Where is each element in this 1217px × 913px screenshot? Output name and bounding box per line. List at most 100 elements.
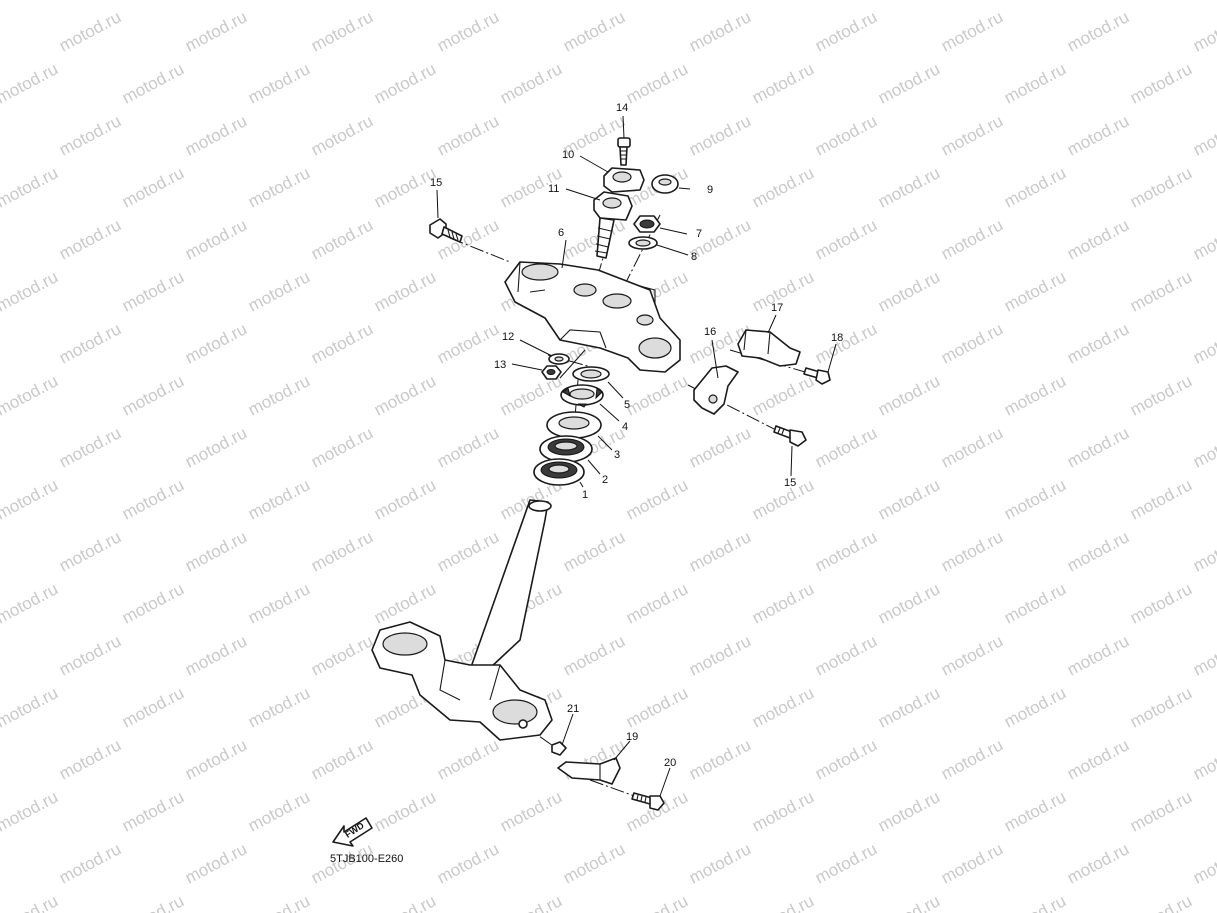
watermark-text: motod.ru (119, 891, 187, 913)
watermark-text: motod.ru (1127, 683, 1195, 731)
watermark-text: motod.ru (308, 423, 376, 471)
watermark-text: motod.ru (749, 579, 817, 627)
watermark-text: motod.ru (119, 267, 187, 315)
watermark-text: motod.ru (1127, 579, 1195, 627)
watermark-text: motod.ru (1127, 475, 1195, 523)
watermark-text: motod.ru (812, 423, 880, 471)
watermark-text: motod.ru (182, 111, 250, 159)
callout-4: 4 (622, 421, 628, 433)
watermark-text: motod.ru (182, 839, 250, 887)
watermark-text: motod.ru (0, 371, 61, 419)
watermark-text: motod.ru (875, 891, 943, 913)
watermark-text: motod.ru (623, 579, 691, 627)
watermark-text: motod.ru (434, 319, 502, 367)
watermark-text: motod.ru (308, 111, 376, 159)
watermark-text: motod.ru (1001, 0, 1069, 4)
watermark-text: motod.ru (1064, 7, 1132, 55)
watermark-text: motod.ru (1064, 631, 1132, 679)
watermark-text: motod.ru (938, 631, 1006, 679)
watermark-text: motod.ru (938, 735, 1006, 783)
watermark-text: motod.ru (560, 527, 628, 575)
watermark-text: motod.ru (1064, 215, 1132, 263)
watermark-text: motod.ru (1064, 735, 1132, 783)
watermark-text: motod.ru (1001, 371, 1069, 419)
diagram-code: 5TJB100-E260 (330, 853, 403, 865)
watermark-text: motod.ru (1127, 787, 1195, 835)
watermark-text: motod.ru (245, 59, 313, 107)
callout-8: 8 (691, 251, 697, 263)
watermark-text: motod.ru (1190, 735, 1217, 783)
watermark-text: motod.ru (875, 163, 943, 211)
watermark-text: motod.ru (497, 787, 565, 835)
watermark-text: motod.ru (1190, 111, 1217, 159)
watermark-text: motod.ru (560, 215, 628, 263)
watermark-text: motod.ru (56, 215, 124, 263)
watermark-text: motod.ru (119, 787, 187, 835)
watermark-text: motod.ru (497, 0, 565, 4)
watermark-text: motod.ru (0, 267, 61, 315)
watermark-text: motod.ru (182, 631, 250, 679)
watermark-text: motod.ru (686, 631, 754, 679)
watermark-text: motod.ru (371, 891, 439, 913)
callout-13: 13 (494, 359, 506, 371)
watermark-text: motod.ru (371, 267, 439, 315)
callout-17: 17 (771, 302, 783, 314)
watermark-text: motod.ru (1064, 423, 1132, 471)
watermark-text: motod.ru (1127, 163, 1195, 211)
watermark-text: motod.ru (371, 475, 439, 523)
part-1-bearing (533, 458, 585, 486)
watermark-text: motod.ru (623, 371, 691, 419)
watermark-text: motod.ru (749, 891, 817, 913)
watermark-text: motod.ru (749, 787, 817, 835)
watermark-text: motod.ru (686, 7, 754, 55)
watermark-text: motod.ru (875, 59, 943, 107)
part-12-washer (548, 353, 570, 365)
watermark-text: motod.ru (1001, 891, 1069, 913)
watermark-text: motod.ru (749, 683, 817, 731)
watermark-text: motod.ru (938, 319, 1006, 367)
watermark-text: motod.ru (0, 163, 61, 211)
part-19-stopper (557, 757, 621, 785)
watermark-text: motod.ru (812, 527, 880, 575)
watermark-text: motod.ru (749, 163, 817, 211)
watermark-text: motod.ru (308, 527, 376, 575)
part-10-handlebar-clamp-cap (603, 167, 645, 193)
watermark-text: motod.ru (1190, 319, 1217, 367)
part-16-bracket (693, 365, 739, 415)
watermark-text: motod.ru (938, 423, 1006, 471)
watermark-text: motod.ru (0, 0, 61, 4)
part-21-bolt (551, 741, 567, 756)
part-8-washer (628, 236, 658, 250)
watermark-text: motod.ru (371, 0, 439, 4)
callout-21: 21 (567, 703, 579, 715)
watermark-text: motod.ru (371, 371, 439, 419)
watermark-text: motod.ru (434, 527, 502, 575)
part-4-ring-nut (560, 384, 604, 408)
part-11-handlebar-holder (593, 191, 633, 259)
watermark-text: motod.ru (1190, 215, 1217, 263)
watermark-text: motod.ru (812, 631, 880, 679)
callout-10: 10 (562, 149, 574, 161)
watermark-text: motod.ru (182, 7, 250, 55)
watermark-text: motod.ru (875, 371, 943, 419)
callout-2: 2 (602, 474, 608, 486)
watermark-text: motod.ru (308, 735, 376, 783)
callout-15-upper: 15 (430, 177, 442, 189)
watermark-text: motod.ru (1001, 683, 1069, 731)
callout-11: 11 (548, 183, 559, 195)
watermark-text: motod.ru (875, 0, 943, 4)
watermark-text: motod.ru (56, 111, 124, 159)
watermark-text: motod.ru (1001, 787, 1069, 835)
watermark-text: motod.ru (245, 683, 313, 731)
watermark-text: motod.ru (686, 527, 754, 575)
watermark-text: motod.ru (0, 475, 61, 523)
watermark-text: motod.ru (434, 7, 502, 55)
part-14-bolt (617, 137, 631, 166)
watermark-text: motod.ru (119, 371, 187, 419)
watermark-text: motod.ru (1127, 0, 1195, 4)
watermark-text: motod.ru (119, 475, 187, 523)
watermark-text: motod.ru (308, 631, 376, 679)
watermark-text: motod.ru (1190, 423, 1217, 471)
watermark-text: motod.ru (1001, 163, 1069, 211)
